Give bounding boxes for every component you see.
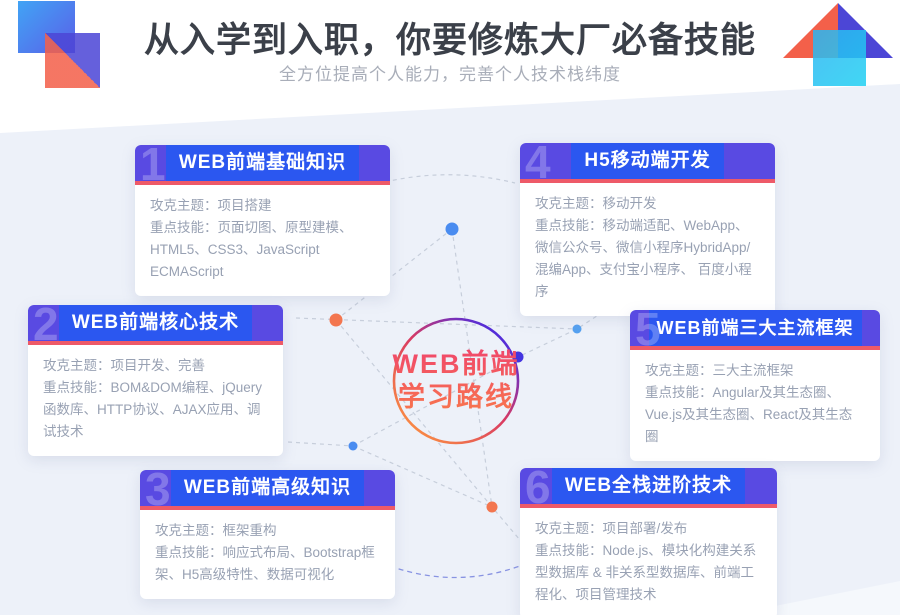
card-body: 攻克主题：移动开发 重点技能：移动端适配、WebApp、微信公众号、微信小程序H… [520,183,775,316]
card-number: 2 [33,298,59,350]
card-number: 3 [145,463,171,515]
dot-bottomright-orange [486,501,498,513]
center-gradient-ring [392,317,520,445]
card-body: 攻克主题：项目部署/发布 重点技能：Node.js、模块化构建关系型数据库 & … [520,508,777,615]
card-title: WEB前端核心技术 [58,305,253,341]
card-underline [140,506,395,510]
card-number: 1 [140,138,166,190]
center-label: WEB前端 学习路线 [371,348,541,414]
page-subtitle: 全方位提高个人能力，完善个人技术栈纬度 [279,65,621,84]
card-underline [520,504,777,508]
card-title: WEB前端三大主流框架 [648,310,862,346]
dot-bottomleft-blue [348,441,358,451]
center-label-line2: 学习路线 [398,382,514,412]
card-theme: 攻克主题：移动开发 [535,196,657,211]
card-title: WEB前端高级知识 [170,470,365,506]
dot-top-blue [445,222,459,236]
card-underline [630,346,880,350]
card-title: WEB前端基础知识 [165,145,360,181]
card-frameworks: 5 WEB前端三大主流框架 攻克主题：三大主流框架 重点技能：Angular及其… [630,306,880,461]
dot-right-blue [572,324,582,334]
card-skills: 重点技能：Angular及其生态圈、Vue.js及其生态圈、React及其生态圈 [645,385,853,444]
dot-left-orange [329,313,343,327]
card-underline [520,179,775,183]
card-header: 1 WEB前端基础知识 [135,141,390,187]
card-header: 2 WEB前端核心技术 [28,301,283,347]
card-skills: 重点技能：Node.js、模块化构建关系型数据库 & 非关系型数据库、前端工程化… [535,543,757,602]
card-header: 5 WEB前端三大主流框架 [630,306,880,352]
card-fullstack: 6 WEB全栈进阶技术 攻克主题：项目部署/发布 重点技能：Node.js、模块… [520,464,777,615]
card-number: 5 [635,303,661,355]
card-body: 攻克主题：项目开发、完善 重点技能：BOM&DOM编程、jQuery函数库、HT… [28,345,283,456]
card-skills: 重点技能：移动端适配、WebApp、微信公众号、微信小程序HybridApp/混… [535,218,752,299]
card-h5-mobile: 4 H5移动端开发 攻克主题：移动开发 重点技能：移动端适配、WebApp、微信… [520,139,775,316]
card-advanced: 3 WEB前端高级知识 攻克主题：框架重构 重点技能：响应式布局、Bootstr… [140,466,395,599]
dot-ring-indigo [512,351,524,363]
card-title: WEB全栈进阶技术 [551,468,746,504]
card-body: 攻克主题：三大主流框架 重点技能：Angular及其生态圈、Vue.js及其生态… [630,350,880,461]
card-skills: 重点技能：BOM&DOM编程、jQuery函数库、HTTP协议、AJAX应用、调… [43,380,263,439]
bottom-dashed-arc [389,565,521,579]
center-label-line1: WEB前端 [392,349,520,379]
card-header: 4 H5移动端开发 [520,139,775,185]
card-underline [135,181,390,185]
card-number: 6 [525,461,551,513]
card-core-tech: 2 WEB前端核心技术 攻克主题：项目开发、完善 重点技能：BOM&DOM编程、… [28,301,283,456]
card-theme: 攻克主题：项目开发、完善 [43,358,205,373]
card-underline [28,341,283,345]
card-theme: 攻克主题：框架重构 [155,523,277,538]
card-theme: 攻克主题：项目部署/发布 [535,521,688,536]
card-header: 3 WEB前端高级知识 [140,466,395,512]
card-title: H5移动端开发 [571,143,724,179]
page-title: 从入学到入职，你要修炼大厂必备技能 [143,21,756,60]
node-dots [329,222,582,513]
card-web-basics: 1 WEB前端基础知识 攻克主题：项目搭建 重点技能：页面切图、原型建模、HTM… [135,141,390,296]
card-header: 6 WEB全栈进阶技术 [520,464,777,510]
card-body: 攻克主题：框架重构 重点技能：响应式布局、Bootstrap框架、H5高级特性、… [140,510,395,599]
card-skills: 重点技能：响应式布局、Bootstrap框架、H5高级特性、数据可视化 [155,545,375,582]
card-theme: 攻克主题：项目搭建 [150,198,272,213]
split-square-icon [45,33,100,88]
card-body: 攻克主题：项目搭建 重点技能：页面切图、原型建模、HTML5、CSS3、Java… [135,185,390,296]
cyan-square-icon [813,30,866,86]
card-skills: 重点技能：页面切图、原型建模、HTML5、CSS3、JavaScript ECM… [150,220,353,279]
card-theme: 攻克主题：三大主流框架 [645,363,794,378]
card-number: 4 [525,136,551,188]
